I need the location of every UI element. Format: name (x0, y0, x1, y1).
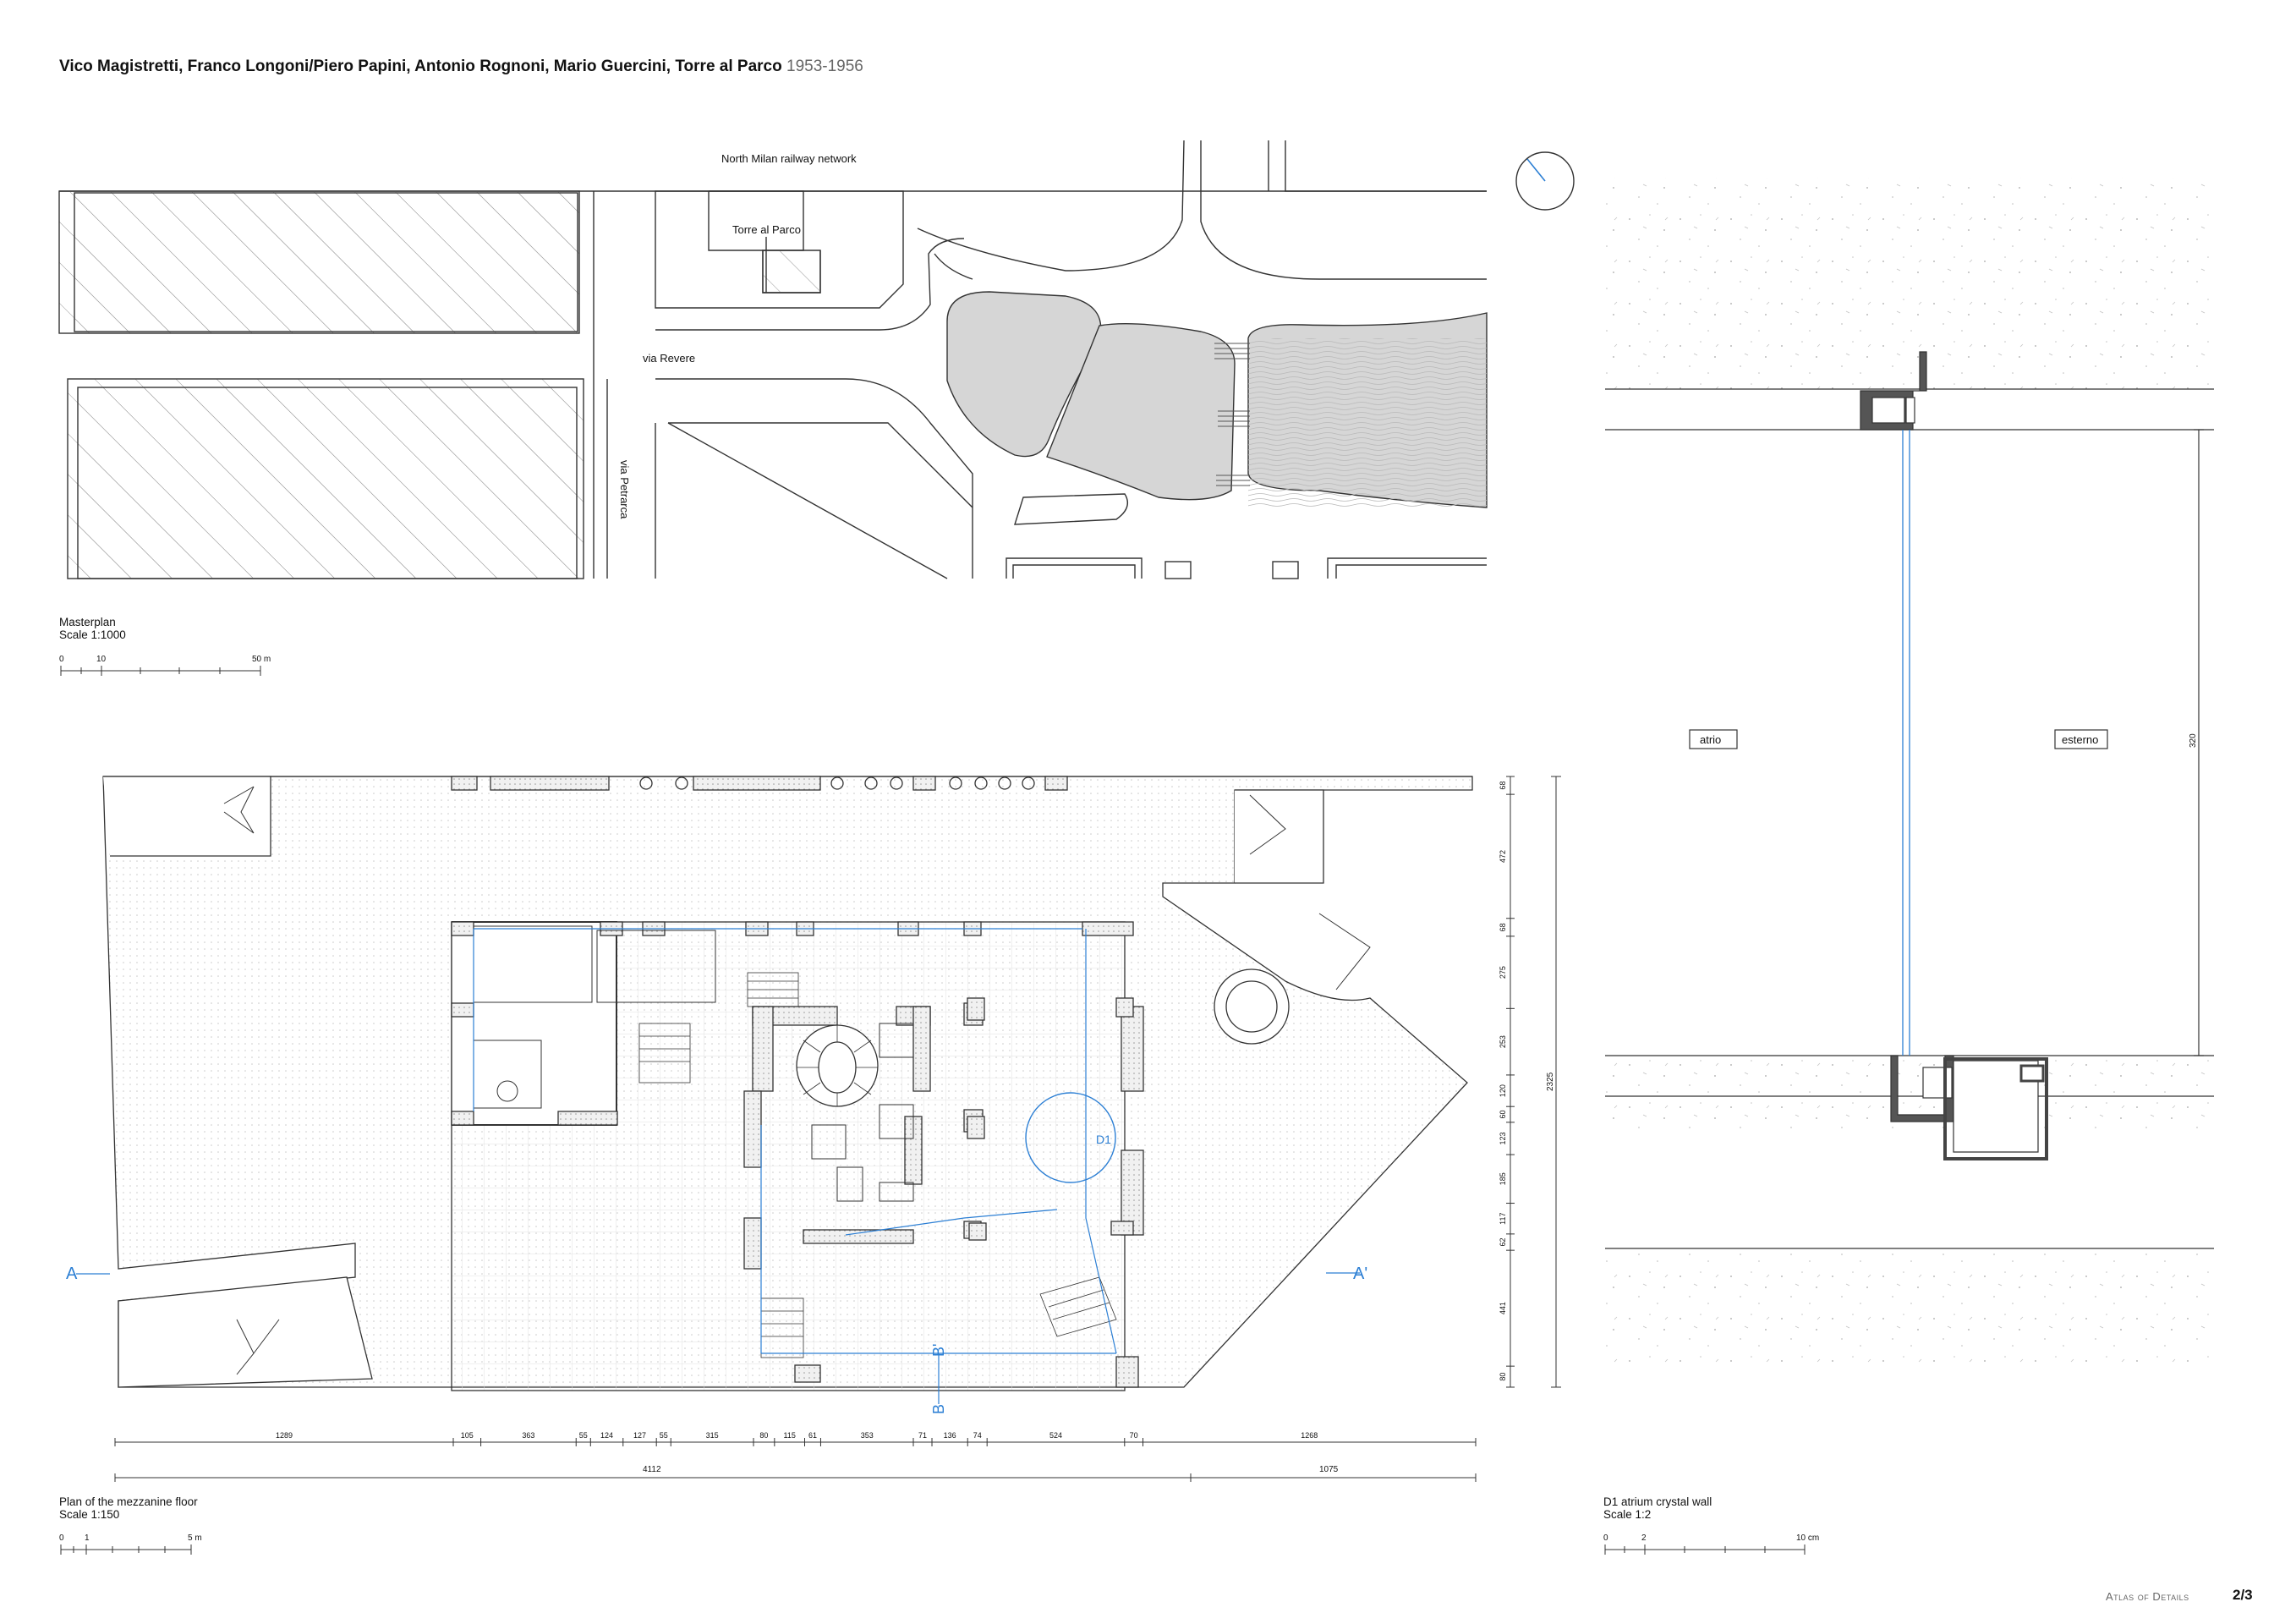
dim-label-bottom: 524 (1049, 1431, 1062, 1440)
page-header: Vico Magistretti, Franco Longoni/Piero P… (59, 58, 863, 76)
dim-label-bottom: 71 (918, 1431, 927, 1440)
footer-brand: Atlas of Details (2106, 1590, 2189, 1603)
masterplan-scale-10: 10 (96, 655, 107, 664)
masterplan-scale-50: 50 m (252, 655, 271, 664)
masterplan-label-tower: Torre al Parco (732, 223, 801, 236)
plan-dims-bottom: 1289 105 363 55 124 127 55 315 80 115 61 353 71 136 74… (114, 1431, 1477, 1446)
detail-scale-0: 0 (1603, 1533, 1608, 1543)
dim-label-right: 68 (1499, 782, 1507, 790)
masterplan-label-revere: via Revere (643, 352, 695, 365)
mezzanine-plan (76, 776, 1473, 1404)
dim-label-bottom: 127 (633, 1431, 646, 1440)
detail-scale-10: 10 cm (1796, 1533, 1819, 1543)
detail-caption: D1 atrium crystal wall Scale 1:2 (1603, 1495, 1712, 1521)
plan-scale-5: 5 m (188, 1533, 202, 1543)
dim-label-right: 253 (1499, 1035, 1507, 1048)
masterplan-caption: Masterplan Scale 1:1000 (59, 616, 126, 641)
dim-label-bottom: 55 (660, 1431, 668, 1440)
detail-label-esterno: esterno (2062, 733, 2098, 746)
dim-label-right: 441 (1499, 1302, 1507, 1314)
dim-label-bottom: 55 (579, 1431, 588, 1440)
plan-caption: Plan of the mezzanine floor Scale 1:150 (59, 1495, 198, 1521)
section-a-left: A (66, 1265, 78, 1283)
dim-label-right: 68 (1499, 923, 1507, 931)
dim-label-right: 62 (1499, 1238, 1507, 1247)
plan-caption-scale: Scale 1:150 (59, 1508, 120, 1521)
dim-label-bottom: 80 (759, 1431, 768, 1440)
section-b: B (930, 1404, 947, 1414)
dim-label-bottom: 136 (944, 1431, 956, 1440)
dim-label-bottom: 363 (522, 1431, 534, 1440)
detail-scale-2: 2 (1641, 1533, 1647, 1543)
dim-label-right: 123 (1499, 1132, 1507, 1144)
masterplan-label-petrarca: via Petrarca (618, 460, 631, 519)
plan-caption-title: Plan of the mezzanine floor (59, 1495, 198, 1508)
plan-dimension-lines (114, 776, 1561, 1482)
dim-label-bottom: 124 (600, 1431, 613, 1440)
section-a-right: A' (1353, 1265, 1367, 1283)
dim-label-bottom: 1289 (276, 1431, 293, 1440)
dim-label-right: 472 (1499, 850, 1507, 863)
detail-scalebar (1604, 1544, 1806, 1555)
detail-caption-title: D1 atrium crystal wall (1603, 1495, 1712, 1508)
dim-label-right: 120 (1499, 1084, 1507, 1097)
dim-label-bottom: 115 (783, 1431, 795, 1440)
dim-label-right: 185 (1499, 1172, 1507, 1185)
dim-label-bottom: 353 (861, 1431, 874, 1440)
masterplan-caption-title: Masterplan (59, 616, 116, 628)
dim-label-bottom: 105 (461, 1431, 474, 1440)
dim-label-right: 117 (1499, 1213, 1507, 1225)
masterplan-drawing (58, 140, 1575, 579)
section-b-prime: B' (930, 1344, 947, 1357)
dim-label-bottom: 315 (706, 1431, 719, 1440)
dim-label-right: 275 (1499, 966, 1507, 979)
dim-label-right: 60 (1499, 1111, 1507, 1119)
plan-dim-overall-right: 2325 (1546, 1072, 1555, 1091)
dim-label-bottom: 61 (808, 1431, 817, 1440)
header-authors: Vico Magistretti, Franco Longoni/Piero P… (59, 58, 782, 75)
detail-dim-height: 320 (2189, 733, 2198, 748)
masterplan-scalebar (60, 666, 261, 676)
dim-label-right: 80 (1499, 1373, 1507, 1381)
detail-marker-d1: D1 (1096, 1133, 1111, 1146)
plan-dims-right: 68 472 68 275 253 120 60 123 185 117 62 441 80 (1499, 776, 1515, 1388)
footer-page-number: 2/3 (2233, 1587, 2253, 1603)
detail-caption-scale: Scale 1:2 (1603, 1508, 1652, 1521)
detail-drawing (1605, 178, 2214, 1367)
plan-scalebar (60, 1544, 192, 1555)
dim-label-bottom: 1268 (1301, 1431, 1318, 1440)
dim-label-bottom: 74 (973, 1431, 982, 1440)
detail-label-atrio: atrio (1700, 733, 1721, 746)
masterplan-scale-0: 0 (59, 655, 64, 664)
masterplan-caption-scale: Scale 1:1000 (59, 628, 126, 641)
plan-dim-total-right: 1075 (1319, 1465, 1339, 1474)
plan-scale-0: 0 (59, 1533, 64, 1543)
dim-label-bottom: 70 (1130, 1431, 1138, 1440)
plan-scale-1: 1 (85, 1533, 90, 1543)
header-years: 1953-1956 (786, 58, 863, 75)
masterplan-label-railway: North Milan railway network (721, 152, 857, 165)
plan-dim-total-main: 4112 (643, 1465, 661, 1474)
